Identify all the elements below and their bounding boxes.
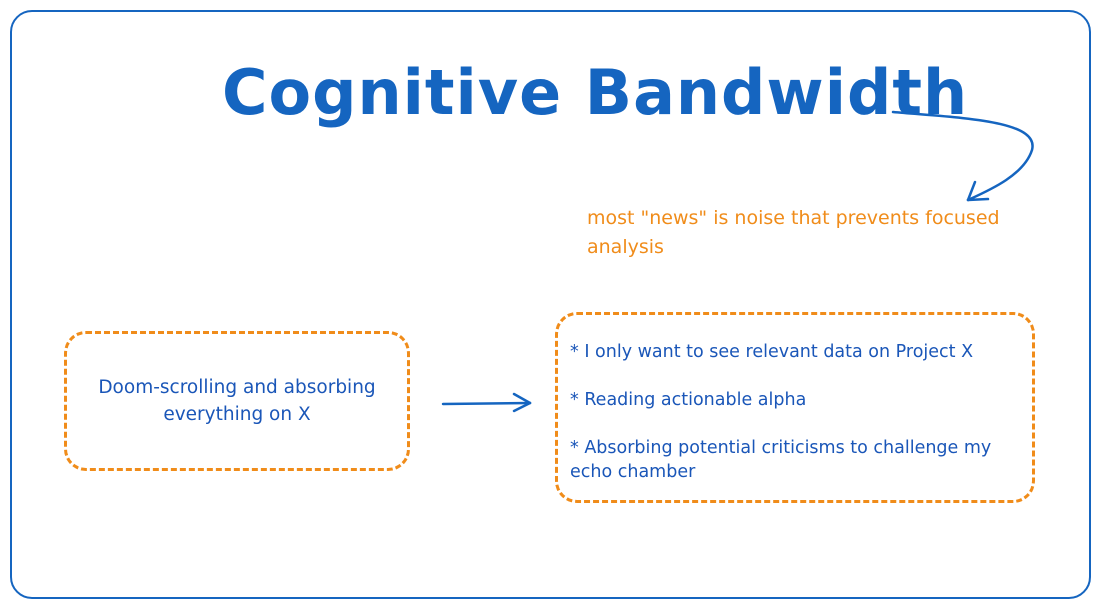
state-transition-arrow (441, 392, 532, 413)
desired-state-box: * I only want to see relevant data on Pr… (555, 312, 1035, 503)
desired-state-item: * Reading actionable alpha (570, 390, 807, 410)
title-to-note-arrow (891, 110, 1034, 202)
desired-state-item: * Absorbing potential criticisms to chal… (570, 438, 992, 482)
current-state-box: Doom-scrolling and absorbing everything … (64, 331, 410, 471)
outer-frame (10, 10, 1091, 599)
desired-state-item: * I only want to see relevant data on Pr… (570, 342, 974, 362)
annotation-note: most "news" is noise that prevents focus… (587, 207, 1000, 258)
diagram-title: Cognitive Bandwidth (222, 56, 969, 129)
current-state-text: Doom-scrolling and absorbing everything … (98, 377, 376, 425)
